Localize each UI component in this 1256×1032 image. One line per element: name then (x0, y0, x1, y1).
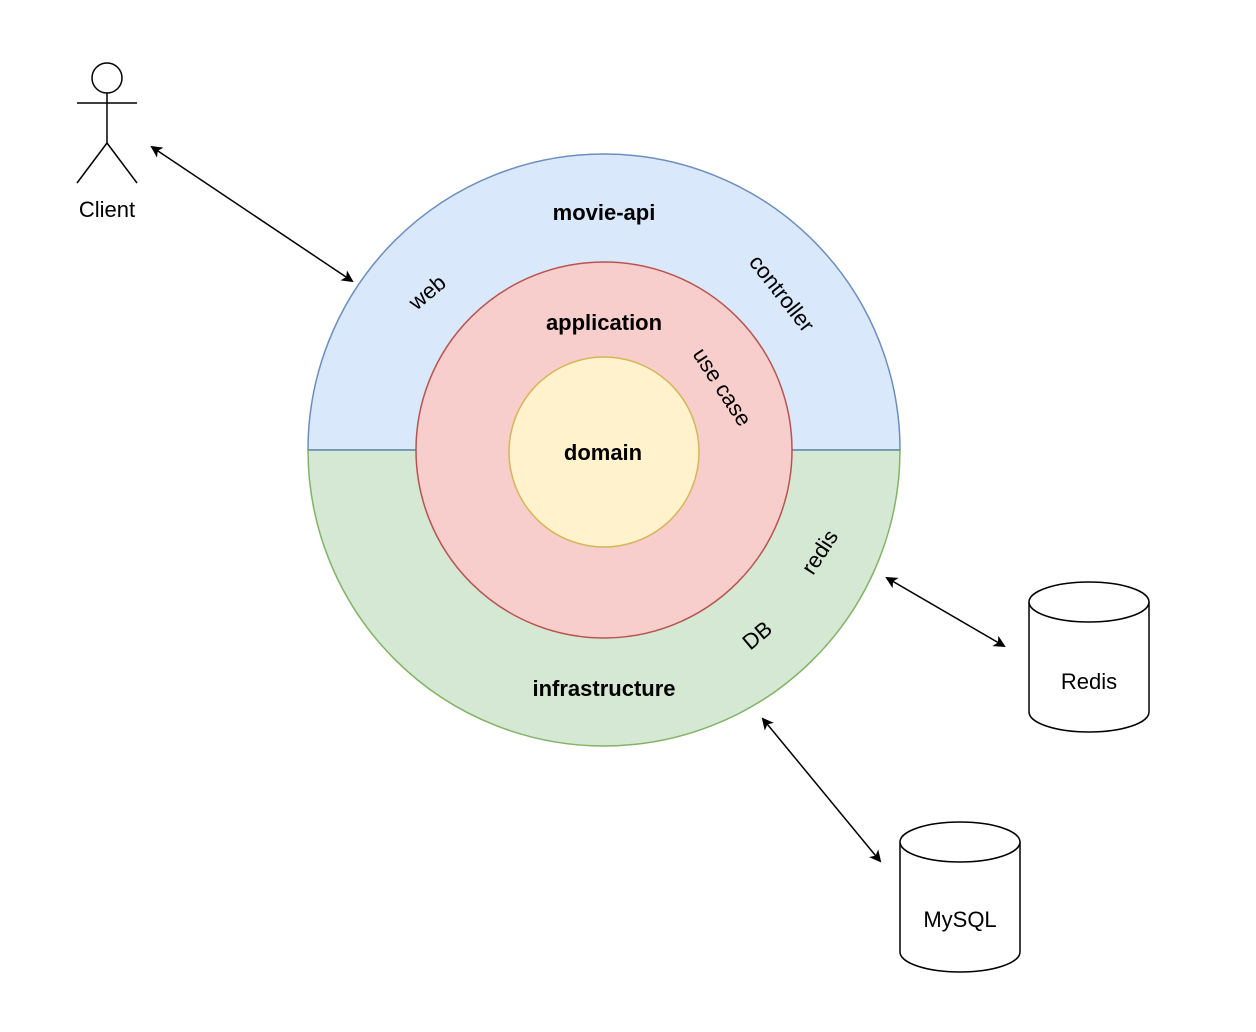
mysql-database[interactable] (899, 821, 1021, 973)
redis-database[interactable] (1028, 581, 1150, 733)
infra-to-redis-arrow (885, 576, 1006, 648)
domain-title: domain (564, 440, 642, 465)
movie-api-title: movie-api (553, 200, 656, 225)
redis-db-label: Redis (1061, 669, 1117, 694)
mysql-db-label: MySQL (923, 907, 996, 932)
domain-layer[interactable] (508, 356, 700, 548)
client-actor[interactable] (76, 62, 138, 184)
infra-to-mysql-arrow (761, 717, 882, 863)
application-title: application (546, 310, 662, 335)
client-to-api-arrow (150, 145, 354, 283)
infrastructure-title: infrastructure (532, 676, 675, 701)
actor-head (91, 62, 123, 94)
client-label: Client (79, 197, 135, 222)
